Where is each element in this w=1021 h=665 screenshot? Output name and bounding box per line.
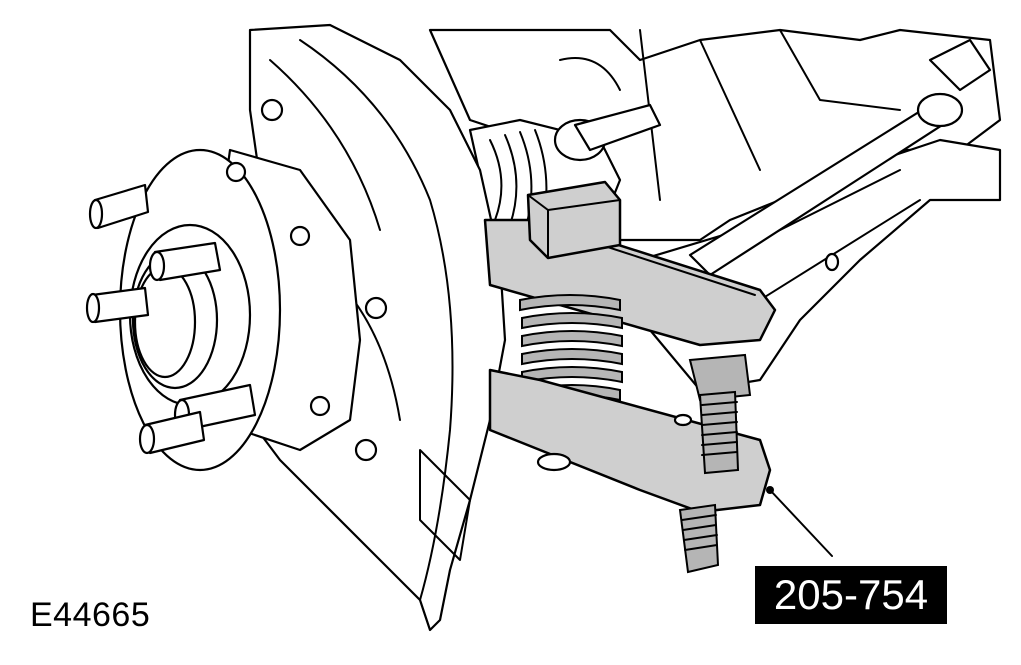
figure-id: E44665 bbox=[30, 596, 151, 634]
tool-number-label: 205-754 bbox=[755, 566, 947, 624]
callout-leader bbox=[766, 486, 833, 557]
tie-rod bbox=[688, 38, 992, 277]
special-tool-205-754 bbox=[483, 180, 777, 574]
wheel-studs bbox=[85, 183, 257, 455]
